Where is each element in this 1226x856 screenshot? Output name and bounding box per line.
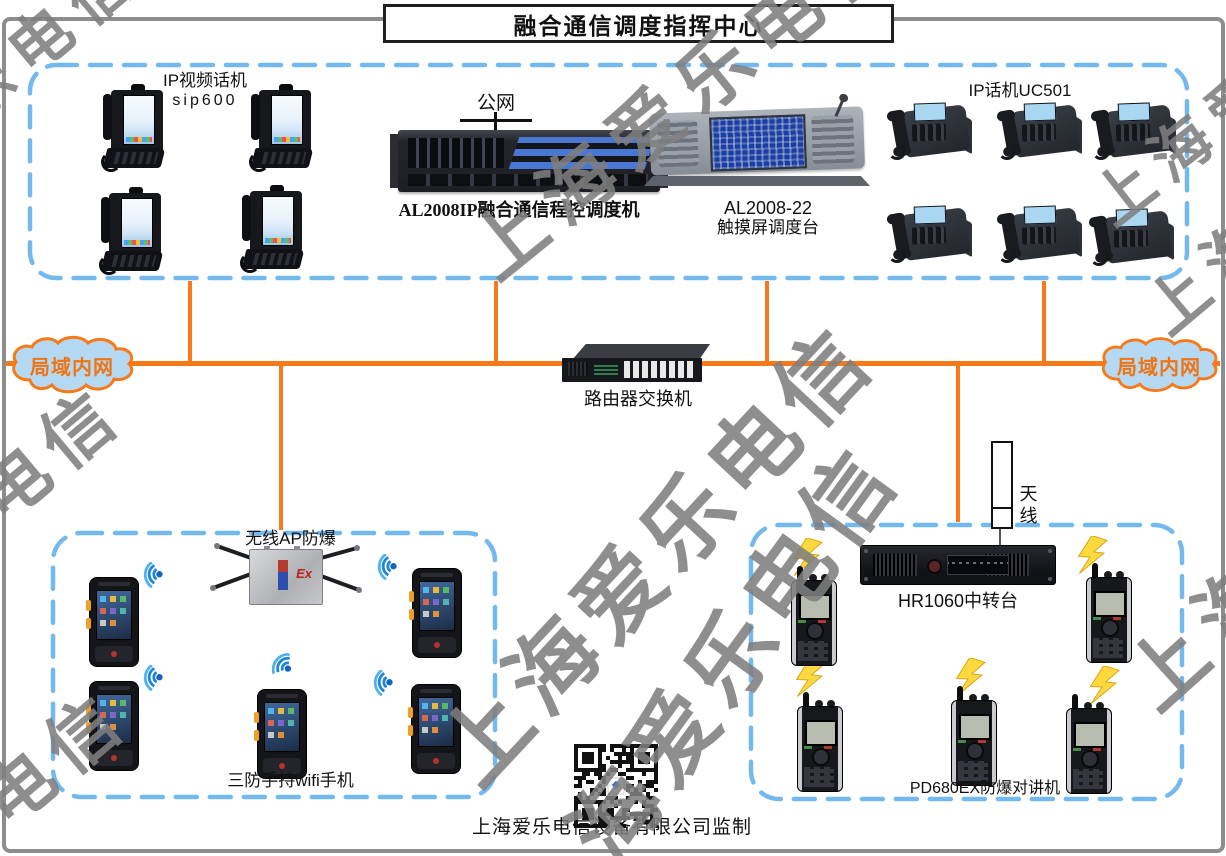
qr-code (574, 744, 658, 828)
video-phone-label: IP视频话机 sip600 (162, 71, 248, 110)
rugged-wifi-handset (254, 689, 307, 779)
wifi-signal-icon (143, 562, 163, 589)
sip600-video-phone (240, 185, 305, 273)
link-videophones (188, 281, 192, 362)
router-label: 路由器交换机 (584, 389, 692, 409)
sip600-video-phone (99, 187, 164, 275)
footer-supervised-text: 上海爱乐电信设备有限公司监制 (471, 817, 752, 838)
sip600-video-phone (101, 84, 166, 172)
handset-label: 三防手持wifi手机 (227, 771, 354, 790)
link-wifi-zone (279, 364, 283, 530)
server-label: AL2008IP融合通信程控调度机 (398, 200, 640, 220)
public-net-label: 公网 (476, 93, 515, 114)
al2008-22-console (644, 99, 870, 186)
lightning-icon (792, 538, 823, 576)
uc501-ip-phone (998, 203, 1084, 267)
wireless-ap-device: Ex (249, 546, 323, 605)
link-server (494, 281, 498, 362)
lan-cloud-left: 局域内网 (6, 334, 138, 396)
rugged-wifi-handset (86, 577, 139, 667)
ap-label: 无线AP防爆 (245, 529, 336, 548)
lan-cloud-right: 局域内网 (1096, 334, 1222, 396)
ex-mark: Ex (296, 566, 312, 581)
page-title: 融合通信调度指挥中心 (513, 12, 764, 39)
repeater-label: HR1060中转台 (897, 591, 1019, 611)
pd680ex-radio (951, 686, 997, 786)
rugged-wifi-handset (408, 684, 461, 774)
wifi-signal-icon (377, 554, 397, 581)
ap-antennas (210, 543, 362, 593)
antenna-label: 天线 (1017, 484, 1038, 528)
link-console (765, 281, 769, 362)
lan-left-label: 局域内网 (30, 356, 114, 379)
console-label-1: AL2008-22 (723, 198, 813, 218)
link-ipphones (1042, 281, 1046, 362)
pd680ex-radio (797, 692, 843, 792)
console-label-2: 触摸屏调度台 (717, 218, 819, 237)
uc501-ip-phone (998, 100, 1084, 164)
cloud-shape (1101, 337, 1218, 392)
lightning-icon (955, 658, 986, 696)
link-radio-zone (956, 364, 960, 522)
wifi-signal-icon (373, 670, 393, 697)
ip-phone-label: IP话机UC501 (968, 81, 1072, 100)
uc501-ip-phone (888, 203, 974, 267)
router-switch (562, 344, 710, 384)
al2008ip-server (390, 130, 668, 192)
rugged-wifi-handset (409, 568, 462, 658)
pd680ex-radio (1086, 563, 1132, 663)
title-box: 融合通信调度指挥中心 (383, 4, 894, 43)
lan-right-label: 局域内网 (1117, 356, 1201, 379)
public-net-line-v (494, 112, 497, 142)
hr1060-repeater (860, 545, 1056, 585)
zone-radios (748, 522, 1185, 802)
uc501-ip-phone (888, 100, 974, 164)
wifi-signal-icon (271, 653, 292, 675)
pd680ex-radio (1066, 694, 1112, 794)
zone-dispatch-center (27, 62, 1190, 281)
rugged-wifi-handset (86, 681, 139, 771)
wifi-signal-icon (143, 665, 163, 692)
zone-wifi-handsets (50, 530, 498, 800)
lightning-icon (1089, 666, 1120, 704)
lightning-icon (1077, 536, 1108, 574)
antenna (991, 441, 1013, 529)
sip600-video-phone (249, 84, 314, 172)
radio-label: PD680EX防爆对讲机 (909, 780, 1061, 797)
pd680ex-radio (791, 566, 837, 666)
cloud-shape (12, 335, 134, 394)
uc501-ip-phone (1090, 206, 1176, 270)
uc501-ip-phone (1092, 100, 1178, 164)
public-net-line-h (460, 119, 532, 122)
antenna-feed-line (999, 527, 1001, 547)
